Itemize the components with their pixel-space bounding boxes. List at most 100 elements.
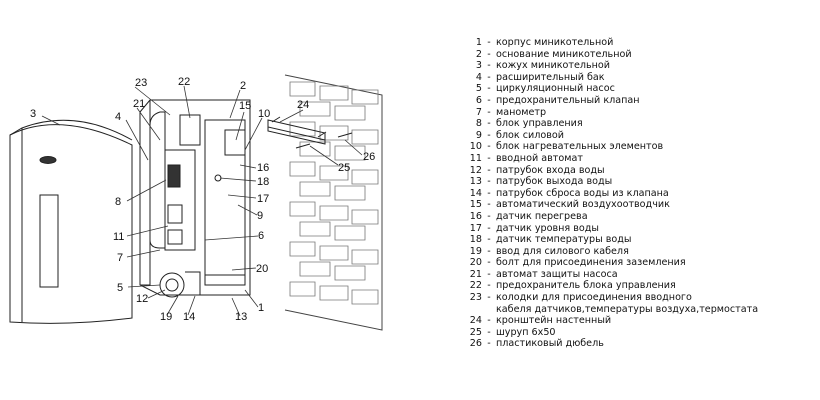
legend-item: 9-блок силовой	[460, 130, 815, 142]
legend-dash: -	[487, 210, 491, 222]
legend-dash: -	[487, 94, 491, 106]
legend-dash: -	[487, 118, 491, 130]
wall-bracket	[267, 116, 353, 149]
legend-dash: -	[487, 141, 491, 153]
callout-22: 22	[178, 76, 190, 88]
legend-number: 24	[469, 315, 482, 327]
legend-text: кронштейн настенный	[496, 315, 612, 327]
legend-text: манометр	[496, 106, 547, 118]
callout-17: 17	[257, 193, 269, 205]
legend-number: 14	[469, 187, 482, 199]
legend-dash: -	[487, 234, 491, 246]
legend-text: патрубок сброса воды из клапана	[496, 187, 669, 199]
callout-11: 11	[113, 231, 124, 243]
legend-text: блок нагревательных элементов	[496, 141, 664, 153]
legend-text: блок управления	[496, 118, 583, 130]
legend-item: 6-предохранительный клапан	[460, 95, 815, 107]
callout-19: 19	[160, 311, 172, 323]
legend-number: 12	[469, 164, 482, 176]
legend-number: 3	[475, 60, 482, 72]
callout-18: 18	[257, 176, 269, 188]
legend-dash: -	[487, 152, 491, 164]
legend-item: 7-манометр	[460, 107, 815, 119]
legend-text: патрубок выхода воды	[496, 176, 613, 188]
legend-dash: -	[487, 187, 491, 199]
legend-number: 2	[475, 48, 482, 60]
legend-text: датчик уровня воды	[496, 222, 599, 234]
callout-8: 8	[115, 196, 121, 208]
front-cover	[9, 119, 133, 324]
legend-text: расширительный бак	[496, 71, 605, 83]
legend-item: 18-датчик температуры воды	[460, 234, 815, 246]
brick-wall	[284, 74, 383, 331]
callout-23: 23	[135, 77, 147, 89]
legend-text: ввод для силового кабеля	[496, 245, 629, 257]
callout-16: 16	[257, 162, 269, 174]
legend-text: патрубок входа воды	[496, 164, 605, 176]
legend-item: 20-болт для присоединения заземления	[460, 257, 815, 269]
legend-dash: -	[487, 83, 491, 95]
legend-dash: -	[487, 164, 491, 176]
legend-item: 5-циркуляционный насос	[460, 83, 815, 95]
legend-number: 19	[469, 245, 482, 257]
callout-25: 25	[338, 162, 350, 174]
callout-labels: 23 22 2 15 10 21 4 3 24 16 18 17 26 25 8…	[30, 76, 375, 323]
legend-number: 22	[469, 280, 482, 292]
legend-item: 3-кожух миникотельной	[460, 60, 815, 72]
callout-5: 5	[117, 282, 123, 294]
legend-dash: -	[487, 60, 491, 72]
legend-text-continued: кабеля датчиков,температуры воздуха,терм…	[496, 303, 759, 315]
legend-dash: -	[487, 48, 491, 60]
callout-6: 6	[258, 230, 264, 242]
legend-dash: -	[487, 292, 491, 304]
legend-text: колодки для присоединения вводного	[496, 292, 692, 304]
legend-text: кожух миникотельной	[496, 60, 611, 72]
legend-dash: -	[487, 222, 491, 234]
boiler-body	[139, 99, 251, 298]
legend-item: 19-ввод для силового кабеля	[460, 246, 815, 258]
legend-item: 15-автоматический воздухоотводчик	[460, 199, 815, 211]
callout-14: 14	[183, 311, 195, 323]
legend-dash: -	[487, 245, 491, 257]
callout-15: 15	[239, 100, 251, 112]
legend-item: 14-патрубок сброса воды из клапана	[460, 188, 815, 200]
legend-number: 7	[475, 106, 482, 118]
callout-2: 2	[240, 80, 246, 92]
callout-7: 7	[117, 252, 123, 264]
legend-item: 26-пластиковый дюбель	[460, 338, 815, 350]
legend-dash: -	[487, 338, 491, 350]
legend-text: шуруп 6х50	[496, 326, 556, 338]
callout-1: 1	[258, 302, 264, 314]
legend-text: датчик температуры воды	[496, 234, 632, 246]
legend-dash: -	[487, 268, 491, 280]
legend-item: 4-расширительный бак	[460, 72, 815, 84]
legend-dash: -	[487, 280, 491, 292]
legend-dash: -	[487, 37, 491, 48]
legend-number: 21	[469, 268, 482, 280]
legend-number: 5	[475, 83, 482, 95]
legend-number: 4	[475, 71, 482, 83]
legend-text: предохранитель блока управления	[496, 280, 676, 292]
legend-number: 6	[475, 94, 482, 106]
legend-item: 12-патрубок входа воды	[460, 165, 815, 177]
legend-number: 11	[469, 152, 482, 164]
legend-item: 1-корпус миникотельной	[460, 37, 815, 49]
legend-number: 23	[469, 292, 482, 304]
legend-number: 25	[469, 326, 482, 338]
legend-number: 1	[475, 37, 482, 48]
legend-text: автоматический воздухоотводчик	[496, 199, 670, 211]
legend-dash: -	[487, 176, 491, 188]
callout-24: 24	[297, 99, 309, 111]
legend-text: корпус миникотельной	[496, 37, 614, 48]
callout-9: 9	[257, 210, 263, 222]
callout-13: 13	[235, 311, 247, 323]
legend-number: 15	[469, 199, 482, 211]
legend-text: блок силовой	[496, 129, 565, 141]
legend-item: 13-патрубок выхода воды	[460, 176, 815, 188]
legend-dash: -	[487, 199, 491, 211]
legend-dash: -	[487, 71, 491, 83]
legend-item: 10-блок нагревательных элементов	[460, 141, 815, 153]
callout-3: 3	[30, 108, 36, 120]
